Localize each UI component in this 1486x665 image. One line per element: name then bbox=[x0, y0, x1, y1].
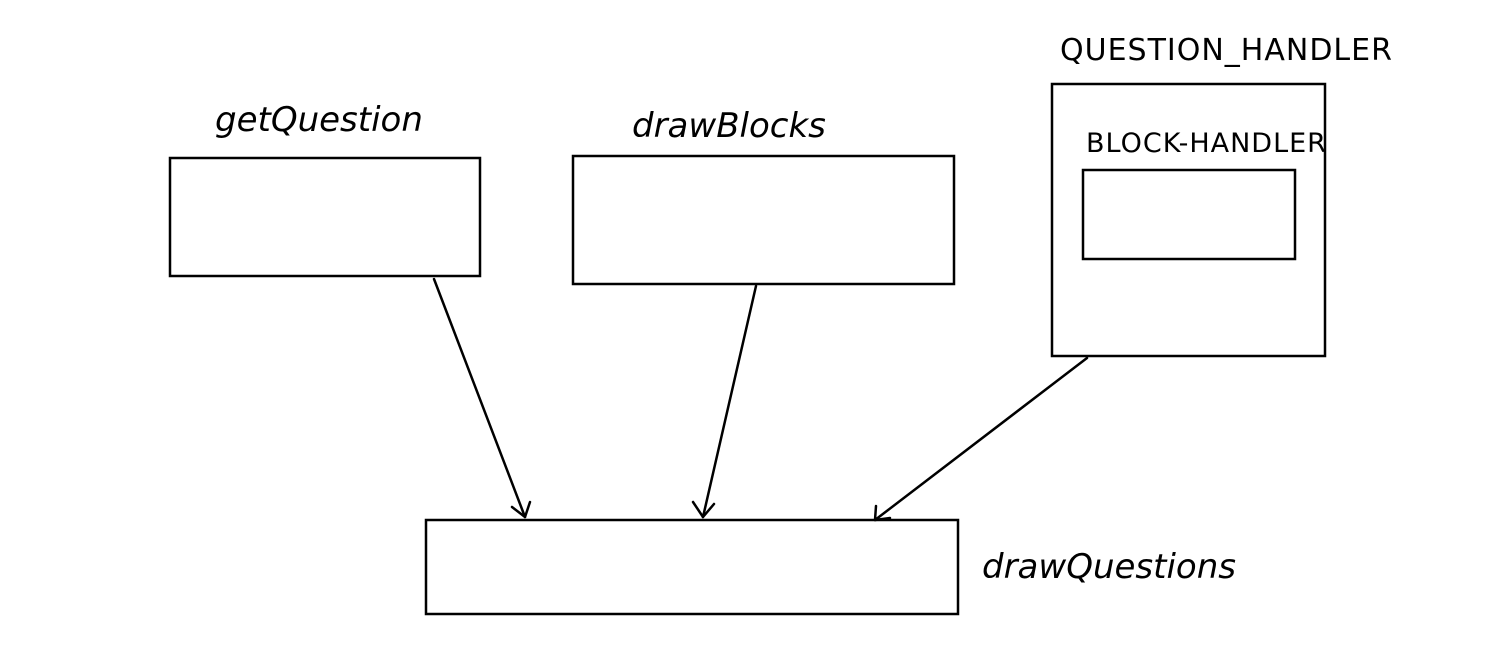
block-handler-box bbox=[1081, 168, 1297, 261]
draw-blocks-label: drawBlocks bbox=[632, 106, 826, 146]
get-question-label: getQuestion bbox=[215, 100, 423, 140]
block-handler-label: BLOCK-HANDLER bbox=[1086, 128, 1327, 159]
arrow-get-question-to-draw-questions bbox=[432, 277, 532, 519]
question-handler-box bbox=[1050, 82, 1327, 358]
draw-questions-box bbox=[424, 518, 960, 616]
draw-questions-label: drawQuestions bbox=[982, 547, 1236, 587]
arrow-draw-blocks-to-draw-questions bbox=[691, 284, 758, 519]
arrow-question-handler-to-draw-questions bbox=[873, 356, 1089, 522]
question-handler-label: QUESTION_HANDLER bbox=[1060, 33, 1393, 68]
get-question-box bbox=[168, 156, 482, 278]
draw-blocks-box bbox=[571, 154, 956, 286]
